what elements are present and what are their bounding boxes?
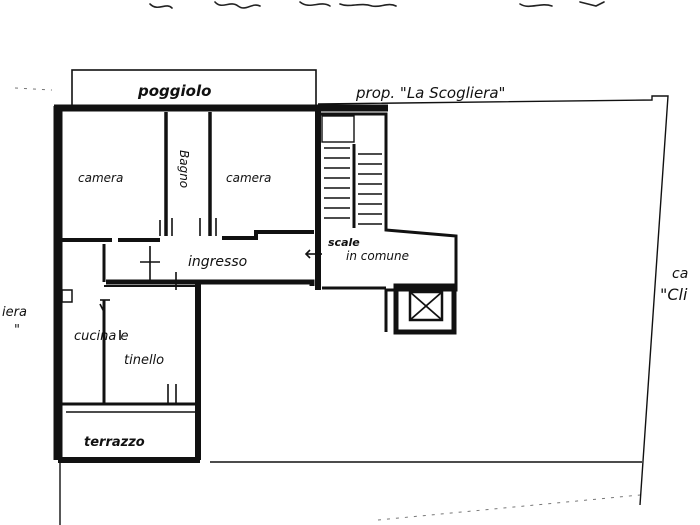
label-stairs: scale bbox=[328, 236, 360, 249]
elevator-shaft bbox=[393, 283, 457, 335]
stairwell bbox=[320, 112, 458, 332]
label-balcony: poggiolo bbox=[137, 82, 211, 100]
label-right-margin-bottom: "Cli bbox=[660, 285, 688, 304]
label-terrace: terrazzo bbox=[84, 435, 145, 450]
label-left-margin-bottom: " bbox=[14, 323, 20, 338]
label-kitchen-line1: cucina e bbox=[74, 329, 128, 344]
site-lines bbox=[59, 95, 669, 525]
apartment-walls bbox=[53, 104, 388, 463]
label-bathroom: Bagno bbox=[177, 150, 191, 188]
label-left-margin-top: iera bbox=[2, 305, 27, 320]
top-scribble bbox=[149, 1, 605, 9]
partitions bbox=[61, 112, 314, 413]
door-marks bbox=[99, 218, 322, 404]
label-hall: ingresso bbox=[188, 254, 247, 270]
label-neighbor-property: prop. "La Scogliera" bbox=[355, 84, 505, 102]
label-room-right: camera bbox=[226, 171, 271, 185]
label-kitchen-line2: tinello bbox=[124, 353, 164, 368]
label-right-margin-top: ca bbox=[672, 266, 688, 282]
dashed-guides bbox=[14, 87, 641, 521]
label-room-left: camera bbox=[78, 171, 123, 185]
label-stairs-note: in comune bbox=[346, 249, 409, 263]
